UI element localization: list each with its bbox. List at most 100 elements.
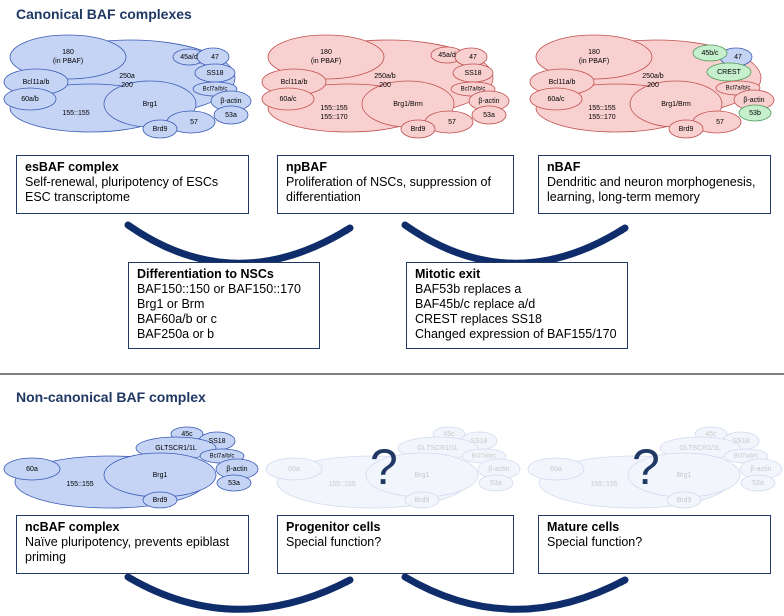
differentiation-panel-line: BAF60a/b or c [137,312,217,326]
mitotic-exit-panel-line: CREST replaces SS18 [415,312,542,326]
nbaf-label-bactin: β-actin [743,97,764,104]
progenitor-label-45: 45c [443,431,455,438]
nbaf-subunit-53 [738,104,772,122]
differentiation-panel-title: Differentiation to NSCs [137,267,274,281]
mature-label-brg: Brg1 [677,472,692,479]
nbaf-subunit-180 [535,34,653,80]
npbaf-subunit-60 [261,87,315,111]
nbaf-label-53: 53b [749,110,761,117]
esbaf-label-bcl7: Bcl7a/b/c [203,87,228,93]
ncbaf-label-155: 155::155 [66,481,93,488]
npbaf-label-200: 200 [379,82,391,89]
differentiation-panel: Differentiation to NSCs BAF150::150 or B… [128,262,320,349]
nbaf-complex: 180 (in PBAF) 45b/c 47 CREST Bcl11a/b 25… [529,34,775,139]
nbaf-subunit-45 [692,44,728,62]
mitotic-exit-panel-line: Changed expression of BAF155/170 [415,327,617,341]
esbaf-panel: esBAF complex Self-renewal, pluripotency… [16,155,249,214]
esbaf-label-60: 60a/b [21,96,39,103]
ncbaf-panel-line: Naïve pluripotency, prevents epiblast [25,535,230,549]
esbaf-label-brd9: Brd9 [153,126,168,133]
nbaf-panel-line: Dendritic and neuron morphogenesis, [547,175,756,189]
differentiation-panel-line: BAF250a or b [137,327,215,341]
nbaf-panel-title: nBAF [547,160,581,174]
npbaf-label-53: 53a [483,112,495,119]
mature-label-bcl7: Bcl7a/b/c [734,454,759,460]
ncbaf-panel-title: ncBAF complex [25,520,120,534]
ncbaf-label-ss18: SS18 [208,438,225,445]
npbaf-panel-title: npBAF [286,160,327,174]
mature-panel: Mature cells Special function? [538,515,771,574]
progenitor-label-brd9: Brd9 [415,497,430,504]
ncbaf-subunit-53 [216,474,252,492]
nbaf-subunit-brd9 [668,119,704,139]
npbaf-subunit-brd9 [400,119,436,139]
npbaf-label-60: 60a/c [279,96,297,103]
mature-question-mark: ? [632,439,660,495]
ncbaf-label-60: 60a [26,466,38,473]
esbaf-subunit-180 [9,34,127,80]
arrow-ncbaf-to-progenitor [124,573,354,613]
esbaf-subunit-53 [213,105,249,125]
ncbaf-panel-line: priming [25,550,66,564]
mature-panel-line: Special function? [547,535,643,549]
npbaf-label-250: 250a/b [374,73,396,80]
arrow-progenitor-to-mature [401,573,629,613]
nbaf-panel-line: learning, long-term memory [547,190,700,204]
nbaf-subunit-60 [529,87,583,111]
section-divider [0,373,784,375]
npbaf-label-45: 45a/d [438,52,456,59]
nbaf-label-250: 250a/b [642,73,664,80]
nbaf-label-47: 47 [734,54,742,61]
ncbaf-panel: ncBAF complex Naïve pluripotency, preven… [16,515,249,574]
npbaf-complex: 180 (in PBAF) 45a/d 47 SS18 Bcl11a/b 250… [261,34,510,139]
esbaf-label-ss18: SS18 [206,70,223,77]
mature-faded-complex: 45c SS18 GLTSCR1/1L Bcl7a/b/c 60a 155::1… [527,426,783,509]
mature-label-155: 155::155 [590,481,617,488]
npbaf-label-brg: Brg1/Brm [393,101,423,108]
progenitor-faded-complex: 45c SS18 GLTSCR1/1L Bcl7a/b/c 60a 155::1… [265,426,521,509]
esbaf-complex: 180 (in PBAF) 45a/d 47 SS18 Bcl11a/b 250… [3,34,252,139]
ncbaf-label-45: 45c [181,431,193,438]
nbaf-label-brg: Brg1/Brm [661,101,691,108]
esbaf-panel-line: ESC transcriptome [25,190,130,204]
esbaf-label-47: 47 [211,54,219,61]
nbaf-label-155a: 155::155 [588,105,615,112]
npbaf-label-47: 47 [469,54,477,61]
npbaf-label-bactin: β-actin [478,98,499,105]
npbaf-label-brd9: Brd9 [411,126,426,133]
esbaf-label-bcl11: Bcl11a/b [23,79,50,86]
esbaf-label-250: 250a [119,73,135,80]
mature-label-brd9: Brd9 [677,497,692,504]
npbaf-label-ss18: SS18 [464,70,481,77]
ncbaf-subunit-brd9 [142,491,178,509]
ncbaf-label-53: 53a [228,480,240,487]
nbaf-label-180: 180 [588,49,600,56]
npbaf-label-bcl11: Bcl11a/b [281,79,308,86]
nbaf-label-bcl11: Bcl11a/b [549,79,576,86]
progenitor-label-bcl7: Bcl7a/b/c [472,454,497,460]
nbaf-subunit-crest [706,62,752,82]
canonical-section-title: Canonical BAF complexes [16,6,192,22]
nbaf-label-bcl7: Bcl7a/b/c [726,86,751,92]
esbaf-panel-line: Self-renewal, pluripotency of ESCs [25,175,219,189]
ncbaf-label-bactin: β-actin [226,466,247,473]
nbaf-label-45: 45b/c [701,50,719,57]
esbaf-panel-title: esBAF complex [25,160,119,174]
npbaf-label-155a: 155::155 [320,105,347,112]
mature-label-60: 60a [550,466,562,473]
esbaf-label-180b: (in PBAF) [53,58,83,65]
progenitor-label-53: 53a [490,480,502,487]
esbaf-subunit-60 [3,87,57,111]
npbaf-label-57: 57 [448,119,456,126]
nbaf-label-57: 57 [716,119,724,126]
arrow-npbaf-to-nbaf [401,221,629,267]
npbaf-label-180b: (in PBAF) [311,58,341,65]
esbaf-label-155: 155::155 [62,110,89,117]
mature-label-45: 45c [705,431,717,438]
progenitor-label-brg: Brg1 [415,472,430,479]
mature-label-bactin: β-actin [750,466,771,473]
esbaf-label-200: 200 [121,82,133,89]
progenitor-label-glt: GLTSCR1/1L [417,445,459,452]
nbaf-panel: nBAF Dendritic and neuron morphogenesis,… [538,155,771,214]
progenitor-label-155: 155::155 [328,481,355,488]
